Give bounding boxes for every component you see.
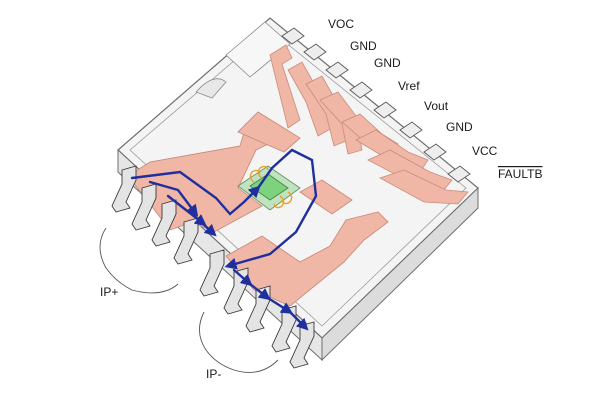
current-lead-3 xyxy=(151,199,177,247)
ip-plus-brace xyxy=(99,227,179,294)
signal-traces xyxy=(269,44,469,205)
bond-wires xyxy=(249,165,293,209)
right-leads xyxy=(281,27,471,183)
current-lead-6 xyxy=(223,267,249,315)
right-lead-1 xyxy=(281,27,305,45)
current-lead-9 xyxy=(289,321,315,369)
pin-label-faultb: FAULTB xyxy=(498,167,542,181)
pin-label-gnd-3: GND xyxy=(446,120,473,134)
pin-label-gnd-1: GND xyxy=(350,39,377,53)
current-lead-5 xyxy=(199,249,225,297)
group-label-ip-plus: IP+ xyxy=(100,285,118,299)
pin-labels: VOC GND GND Vref Vout GND VCC FAULTB IP+… xyxy=(100,17,542,381)
current-lead-2 xyxy=(131,183,157,231)
right-lead-7 xyxy=(423,143,447,161)
current-lead-8 xyxy=(271,305,297,353)
right-lead-3 xyxy=(325,61,349,79)
pin-label-vref: Vref xyxy=(398,79,420,93)
ip-minus-brace xyxy=(199,311,279,373)
right-lead-8 xyxy=(447,165,471,183)
group-label-ip-minus: IP- xyxy=(206,367,221,381)
pin-label-gnd-2: GND xyxy=(374,56,401,70)
current-flow-path xyxy=(130,148,318,331)
pin-label-vcc: VCC xyxy=(472,144,498,158)
current-lead-1 xyxy=(111,165,137,213)
right-lead-5 xyxy=(373,101,397,119)
right-lead-2 xyxy=(303,43,327,61)
pin-label-voc: VOC xyxy=(328,17,354,31)
pin-label-vout: Vout xyxy=(424,99,449,113)
right-lead-4 xyxy=(349,81,373,99)
right-lead-6 xyxy=(399,121,423,139)
